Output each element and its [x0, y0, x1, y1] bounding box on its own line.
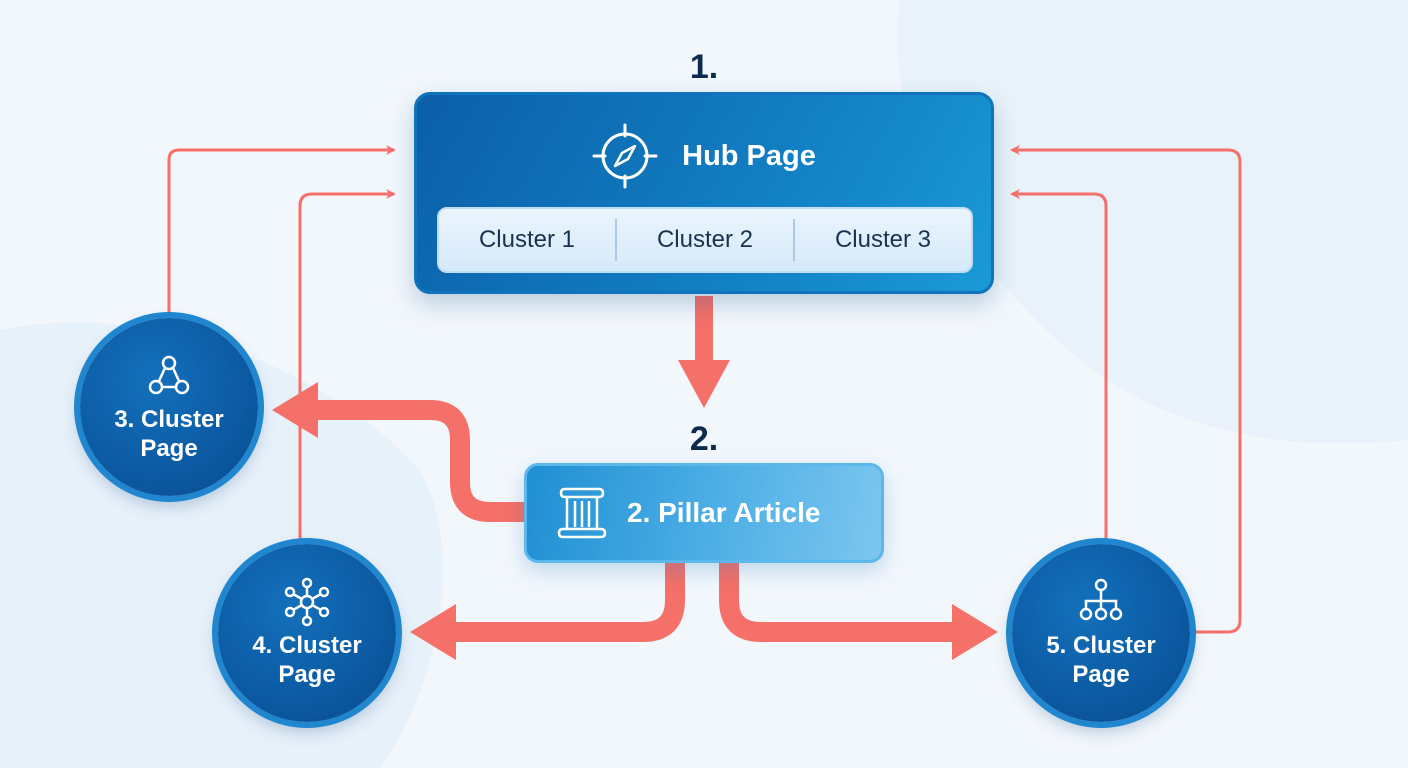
return-arrow-cluster4: [298, 189, 396, 544]
hub-network-icon: [284, 577, 330, 627]
cluster-page-5-line2: Page: [1072, 661, 1130, 688]
cluster-page-3-line1: 3. Cluster: [114, 406, 224, 433]
cluster-link-1[interactable]: Cluster 1: [478, 226, 576, 253]
hub-page-title: Hub Page: [682, 139, 816, 172]
pillar-article-box[interactable]: 2. Pillar Article: [524, 463, 884, 563]
pillar-to-cluster3-arrow: [312, 400, 524, 522]
return-arrow-cluster5: [1010, 145, 1242, 634]
pillar-to-cluster4-arrow: [452, 563, 685, 642]
scroll-icon: [557, 487, 607, 539]
cluster-links-bar: Cluster 1 Cluster 2 Cluster 3: [437, 207, 973, 273]
cluster-page-4-line2: Page: [278, 661, 336, 688]
cluster-page-3[interactable]: 3. Cluster Page: [80, 318, 258, 496]
pillar-to-cluster5-arrow: [719, 563, 958, 642]
hub-page-box[interactable]: Hub Page Cluster 1 Cluster 2 Cluster 3: [414, 92, 994, 294]
cluster-page-5[interactable]: 5. Cluster Page: [1012, 544, 1190, 722]
tree-network-icon: [1079, 578, 1123, 621]
cluster-link-2[interactable]: Cluster 2: [656, 226, 754, 253]
pillar-step-number: 2.: [689, 420, 719, 458]
cluster-page-5-line1: 5. Cluster: [1046, 632, 1156, 659]
return-arrow-cluster5-inner: [1010, 189, 1108, 544]
return-arrow-cluster3: [167, 145, 396, 318]
cluster-page-4[interactable]: 4. Cluster Page: [218, 544, 396, 722]
divider: [615, 219, 617, 261]
cluster-page-4-line1: 4. Cluster: [252, 632, 362, 659]
hub-step-number: 1.: [689, 48, 719, 86]
compass-icon: [592, 123, 658, 189]
cluster-page-3-line2: Page: [140, 435, 198, 462]
triangle-nodes-icon: [148, 355, 190, 395]
divider: [793, 219, 795, 261]
cluster-link-3[interactable]: Cluster 3: [834, 226, 932, 253]
pillar-article-title: 2. Pillar Article: [627, 497, 821, 528]
